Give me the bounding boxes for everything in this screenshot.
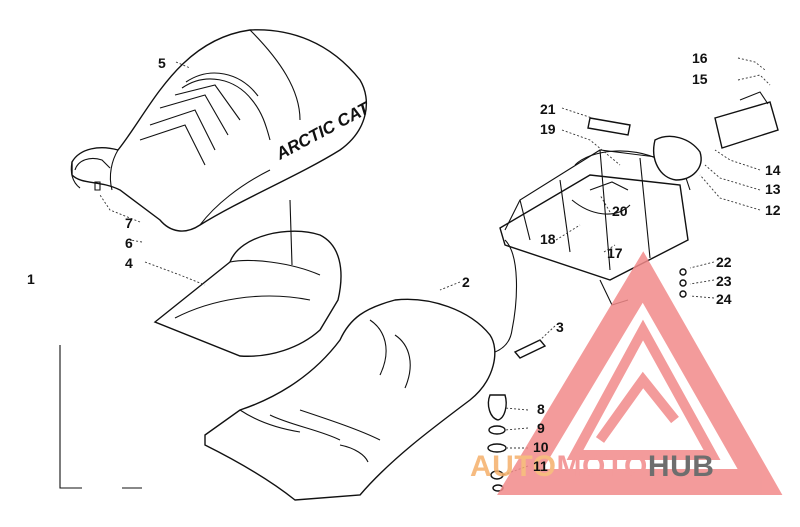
callout-7: 7 xyxy=(125,215,133,231)
callout-labels: 1 2 3 4 5 6 7 8 9 10 11 12 13 14 15 16 1… xyxy=(27,50,781,474)
seat-cover: ARCTIC CAT xyxy=(70,29,374,232)
callout-2: 2 xyxy=(462,274,470,290)
watermark-triangle xyxy=(497,251,783,495)
callout-20: 20 xyxy=(612,203,628,219)
callout-6: 6 xyxy=(125,235,133,251)
taillight-assembly xyxy=(653,91,779,181)
watermark-text-auto: AUTO xyxy=(470,450,556,483)
rear-rack xyxy=(499,149,691,306)
callout-19: 19 xyxy=(540,121,556,137)
callout-22: 22 xyxy=(716,254,732,270)
callout-15: 15 xyxy=(692,71,708,87)
wiring-harness xyxy=(494,239,517,353)
callout-21: 21 xyxy=(540,101,556,117)
assembly-bracket xyxy=(59,345,142,489)
callout-1: 1 xyxy=(27,271,35,287)
callout-14: 14 xyxy=(765,162,781,178)
watermark-text-hub: HUB xyxy=(648,450,715,483)
callout-10: 10 xyxy=(533,439,549,455)
callout-18: 18 xyxy=(540,231,556,247)
callout-5: 5 xyxy=(158,55,166,71)
watermark-text: AUTOMOTOHUB xyxy=(470,450,714,483)
callout-3: 3 xyxy=(556,319,564,335)
seat-base xyxy=(204,298,496,501)
latch-hardware xyxy=(487,339,547,492)
callout-23: 23 xyxy=(716,273,732,289)
seat-foam xyxy=(153,199,342,357)
watermark-text-moto: MOTO xyxy=(556,450,647,483)
reflector-plate xyxy=(587,117,631,136)
callout-11: 11 xyxy=(533,458,548,474)
callout-16: 16 xyxy=(692,50,708,66)
watermark: AUTOMOTOHUB xyxy=(470,251,783,495)
callout-4: 4 xyxy=(125,255,133,271)
rack-fasteners xyxy=(679,268,687,298)
callout-8: 8 xyxy=(537,401,545,417)
callout-9: 9 xyxy=(537,420,545,436)
callout-24: 24 xyxy=(716,291,732,307)
callout-13: 13 xyxy=(765,181,781,197)
callout-17: 17 xyxy=(607,245,623,261)
callout-12: 12 xyxy=(765,202,781,218)
